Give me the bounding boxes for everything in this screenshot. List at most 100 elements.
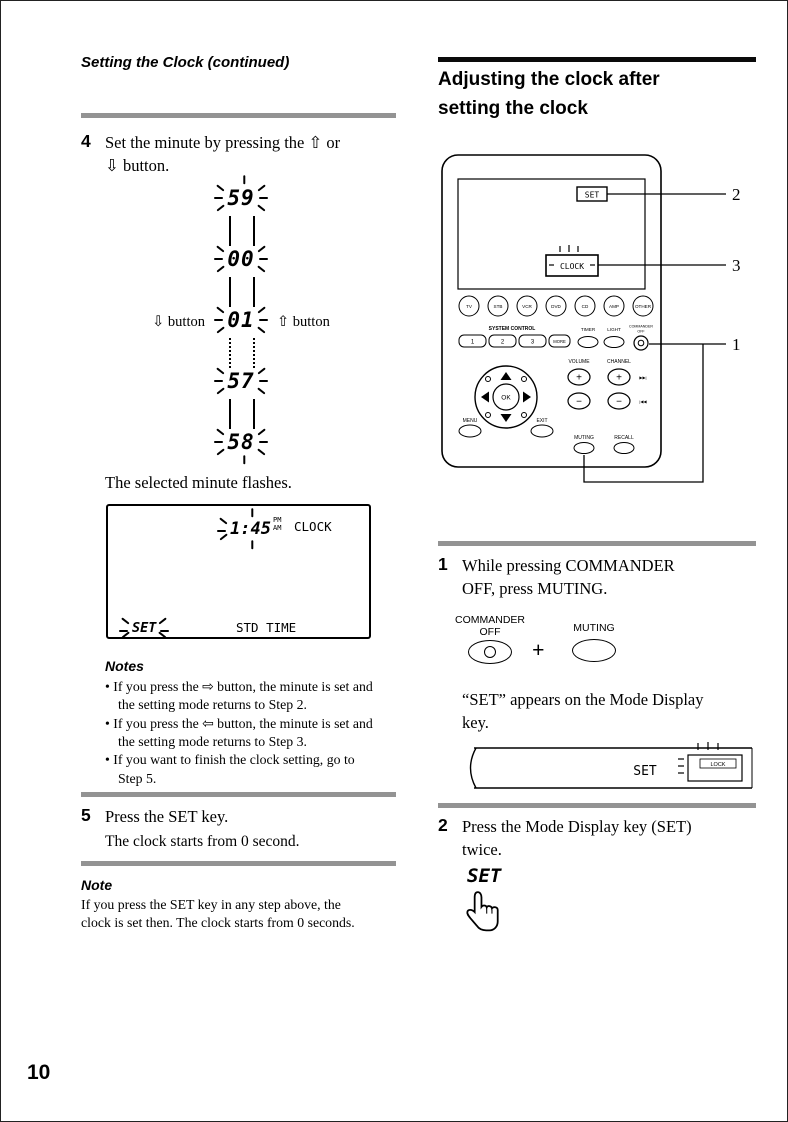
note-title: Note <box>81 877 113 893</box>
right-arrow-icon <box>523 391 531 403</box>
light-button-label: LIGHT <box>607 327 621 332</box>
callout-3: 3 <box>732 256 741 275</box>
muting-label: MUTING <box>573 622 615 634</box>
time-value: 1:45 <box>230 519 271 539</box>
display-std-time: STD TIME <box>236 620 297 635</box>
svg-text:+: + <box>616 373 622 384</box>
plus-sign: + <box>532 637 545 662</box>
step-4-text: Set the minute by pressing the ⇧ or ⇩ bu… <box>105 133 341 175</box>
flash-marks: 57 <box>214 367 268 395</box>
timer-button-label: TIMER <box>581 327 596 332</box>
digit-value: 00 <box>227 247 255 271</box>
ok-button <box>492 383 520 411</box>
sc-button-2: 2 <box>501 340 505 346</box>
step-5-number: 5 <box>81 805 91 825</box>
display-time: 1:45 <box>217 508 271 550</box>
recall-button-label: RECALL <box>614 435 634 441</box>
note-item: If you press the ⇨ button, the minute is… <box>105 678 381 715</box>
right-step-2-text: Press the Mode Display key (SET) twice. <box>462 817 692 859</box>
up-arrow-icon <box>500 372 512 380</box>
clock-indicator-label: CLOCK <box>560 262 584 271</box>
device-button-labels: TV STB VCR DVD CD AMP OTHER <box>466 304 652 309</box>
step-5-subtext: The clock starts from 0 second. <box>105 833 300 850</box>
exit-button <box>530 424 554 438</box>
volume-down-button <box>567 392 591 410</box>
mini-display-set-label: SET <box>633 764 657 779</box>
section-divider-dark <box>438 57 756 62</box>
display-ampm: PM AM <box>273 516 281 532</box>
system-control-buttons <box>458 334 571 348</box>
pointing-hand-icon <box>466 891 499 932</box>
svg-text:OTHER: OTHER <box>635 304 652 309</box>
commander-label-line2: OFF <box>479 626 501 638</box>
exit-button-label: EXIT <box>536 418 547 424</box>
connector-line <box>253 277 255 307</box>
notes-list: If you press the ⇨ button, the minute is… <box>105 678 381 788</box>
channel-down-button <box>607 392 631 410</box>
digit-01: 01 <box>213 306 269 334</box>
svg-text:−: − <box>576 397 582 408</box>
commander-off-button-icon <box>468 640 512 664</box>
muting-button-label: MUTING <box>574 435 594 441</box>
channel-label: CHANNEL <box>607 359 631 365</box>
note-text: If you press the SET key in any step abo… <box>81 897 355 931</box>
sc-button-3: 3 <box>531 340 535 346</box>
lock-label: LOCK <box>711 762 726 768</box>
callout-2: 2 <box>732 185 741 204</box>
svg-text:OFF: OFF <box>637 330 645 334</box>
svg-text:CD: CD <box>582 304 589 309</box>
muting-button-icon <box>572 639 616 662</box>
svg-text:−: − <box>616 397 622 408</box>
flash-marks: 1:45 <box>217 508 271 550</box>
digit-57: 57 <box>213 367 269 395</box>
display-set: SET <box>119 617 170 639</box>
menu-button-label: MENU <box>463 418 478 424</box>
sc-button-1: 1 <box>471 340 475 346</box>
pm-label: PM <box>273 516 282 524</box>
page-number: 10 <box>27 1061 51 1084</box>
set-indicator-label: SET <box>585 191 600 200</box>
connector-line <box>253 216 255 246</box>
recall-button <box>613 442 635 454</box>
digit-value: 58 <box>227 430 255 454</box>
more-button-label: MORE <box>553 339 566 344</box>
right-step-1-number: 1 <box>438 554 448 574</box>
set-appears-text: “SET” appears on the Mode Display key. <box>462 690 704 732</box>
section-divider <box>81 792 396 797</box>
commander-label-line1: COMMANDER <box>455 614 525 626</box>
clock-display-panel: 1:45 PM AM CLOCK SET STD TIME <box>106 504 371 639</box>
ok-button-label: OK <box>501 395 511 402</box>
light-button <box>603 336 625 348</box>
commander-off-label: COMMANDER <box>629 325 653 329</box>
section-divider <box>438 803 756 808</box>
connector-line-dotted <box>229 338 231 368</box>
right-section-title: Adjusting the clock after setting the cl… <box>438 69 660 119</box>
commander-off-button <box>633 335 649 351</box>
callout-lines <box>583 193 726 483</box>
flash-marks <box>559 245 579 252</box>
digit-59: 59 <box>213 175 269 212</box>
left-section-header: Setting the Clock (continued) <box>81 54 290 71</box>
connector-line <box>229 216 231 246</box>
remote-illustration: SET CLOCK 2 3 1 TV STB VCR <box>441 154 741 483</box>
direction-pad: OK <box>474 365 538 429</box>
digit-00: 00 <box>213 245 269 273</box>
svg-text:DVD: DVD <box>551 304 561 309</box>
commander-off-icon <box>637 339 645 347</box>
device-buttons <box>458 295 654 317</box>
svg-text:AMP: AMP <box>609 304 619 309</box>
digit-value: 57 <box>227 369 255 393</box>
connector-line <box>229 399 231 429</box>
flash-caption: The selected minute flashes. <box>105 473 292 492</box>
menu-button <box>458 424 482 438</box>
right-step-2-number: 2 <box>438 815 448 835</box>
skip-forward-icon: ▶▶| <box>639 375 646 380</box>
step-4-number: 4 <box>81 131 91 151</box>
note-item: If you press the ⇦ button, the minute is… <box>105 715 381 752</box>
digit-value: 01 <box>227 308 255 332</box>
flash-marks: SET <box>119 617 170 639</box>
flash-marks: 01 <box>214 306 268 334</box>
set-value: SET <box>132 620 157 636</box>
connector-line <box>229 277 231 307</box>
